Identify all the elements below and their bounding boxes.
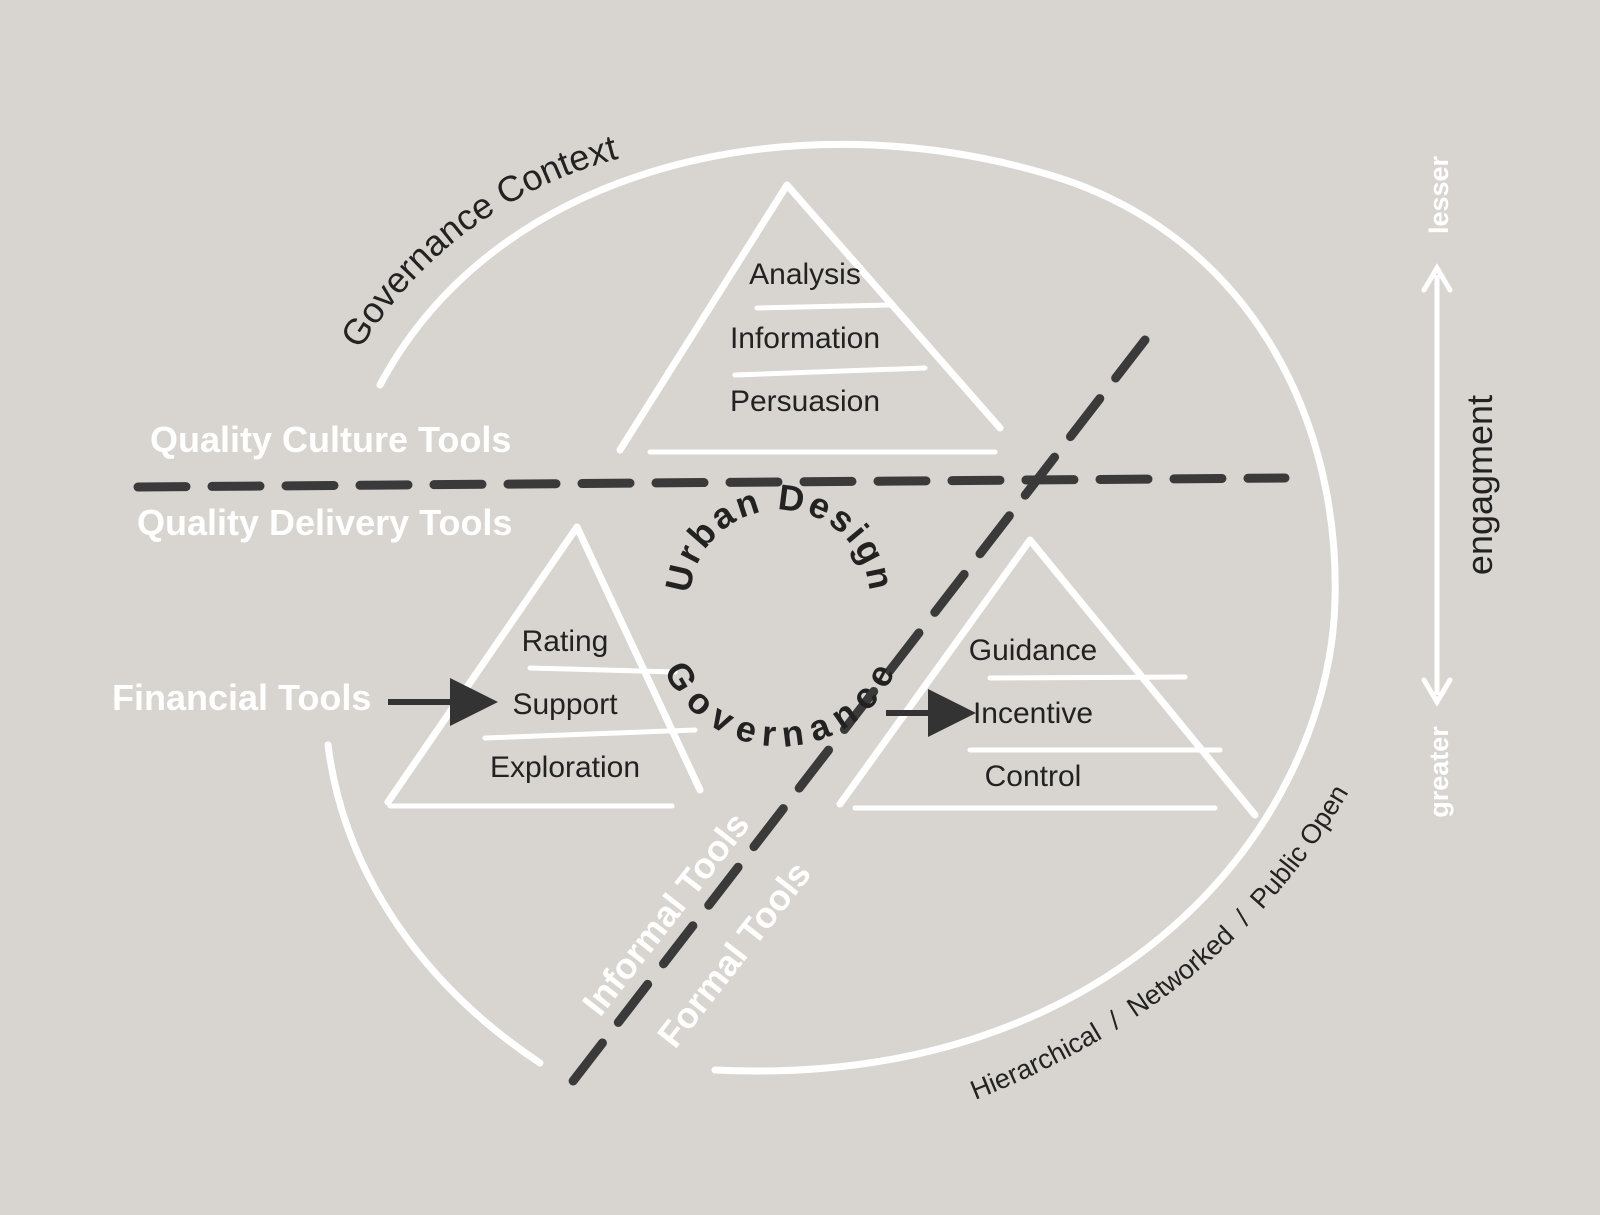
- engagement-lesser-label: lesser: [1424, 155, 1454, 234]
- pyramid-right-level-3: Control: [985, 760, 1082, 793]
- pyramid-top-level-1: Analysis: [749, 258, 861, 291]
- governance-context-label: Governance Context: [332, 127, 621, 355]
- pyramid-top: Analysis Information Persuasion: [616, 181, 1004, 455]
- center-label-bottom: Governance: [656, 654, 904, 755]
- pyramid-top-level-3: Persuasion: [730, 385, 880, 418]
- pyramid-left-level-1: Rating: [522, 625, 609, 658]
- quality-delivery-tools-label: Quality Delivery Tools: [137, 502, 512, 543]
- governance-context-ring: [324, 140, 1339, 1075]
- engagement-axis: lesser engagment greater: [1421, 155, 1500, 818]
- engagement-axis-label: engagment: [1459, 395, 1500, 575]
- financial-tools-label: Financial Tools: [112, 677, 371, 718]
- horizontal-dashed-divider: [133, 473, 1290, 492]
- pyramid-right-level-1: Guidance: [969, 634, 1097, 667]
- engagement-greater-label: greater: [1424, 726, 1454, 818]
- quality-culture-tools-label: Quality Culture Tools: [150, 419, 511, 460]
- governance-modes-label: Hierarchical / Networked / Public Open: [966, 780, 1354, 1106]
- pyramid-right: Guidance Incentive Control: [836, 536, 1259, 819]
- center-label-top: Urban Design: [657, 476, 903, 595]
- diagonal-dashed-divider: [565, 335, 1150, 1090]
- pyramid-left-level-3: Exploration: [490, 751, 640, 784]
- pyramid-left-level-2: Support: [512, 688, 618, 721]
- pyramid-top-level-2: Information: [730, 322, 880, 355]
- pyramid-left: Rating Support Exploration: [384, 523, 704, 809]
- pyramid-right-level-2: Incentive: [973, 697, 1093, 730]
